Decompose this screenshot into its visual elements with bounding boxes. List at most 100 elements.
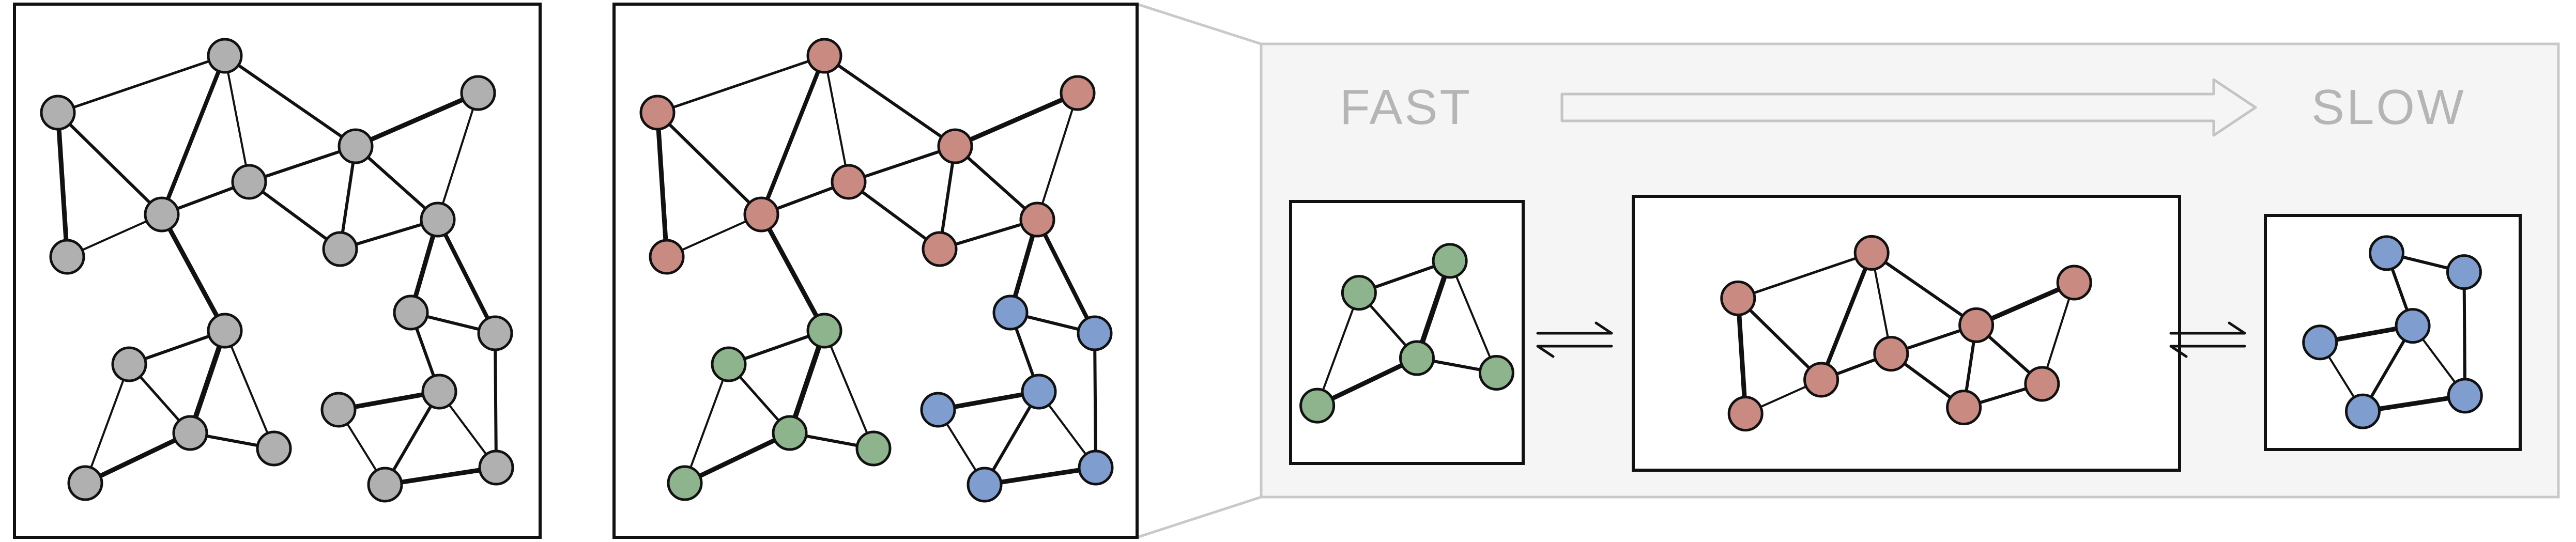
subgraph-node-red [1958,307,1995,343]
fast-label: FAST [1340,80,1472,135]
network-edge [188,328,227,436]
network-edge [953,90,1080,149]
network-node-green [855,430,892,467]
green-subgraph-frame [1289,200,1525,465]
subgraph-node-red [1873,336,1909,372]
network-node-red [639,95,676,131]
zoom-connectors [1137,3,1262,539]
equilibrium-arrows-icon [2169,321,2246,358]
network-node-green [806,313,842,349]
network-node-red [1060,75,1096,111]
network-node [172,415,208,451]
network-node [477,315,513,351]
network-edge [983,390,1040,486]
network-edge [823,54,957,148]
network-node-green [667,465,703,501]
subgraph-node-red [1803,362,1839,398]
uncolored-nodes [40,38,514,503]
network-node [322,231,358,267]
network-node-green [772,415,808,451]
subgraph-node-green [1478,354,1514,391]
network-edge [1093,332,1097,469]
network-edge [823,55,850,183]
network-edge [354,145,439,221]
network-node [207,38,243,74]
subgraph-edge [2462,270,2467,397]
network-node [40,95,76,131]
network-node-red [922,231,958,267]
network-edge [56,111,163,216]
subgraph-node-blue [2395,308,2431,344]
subgraph-node-blue [2369,235,2404,271]
network-node [320,392,357,428]
zoom-connector-bottom [1137,495,1262,539]
network-node [67,465,103,501]
subgraph-edge [1316,291,1360,407]
network-node [207,313,243,349]
network-node [478,450,514,486]
network-edge [787,328,827,436]
subgraph-node-red [1727,396,1764,432]
network-node-blue [1077,315,1113,351]
network-edge [56,54,226,114]
slow-label: SLOW [2311,80,2466,135]
network-edge [224,330,275,450]
network-edge [248,145,357,183]
network-edge [656,111,763,216]
network-node [460,75,496,111]
network-node [367,467,403,503]
subgraph-edge [1870,251,1978,327]
network-edge [954,145,1039,221]
network-edge [759,54,826,216]
network-node [231,164,267,200]
network-edge [84,363,130,484]
network-node-blue [967,467,1003,503]
subgraph-node-green [1432,243,1468,279]
network-edge [224,55,250,183]
clustered-nodes [639,38,1114,503]
subgraph-edge [1819,251,1874,382]
network-edge [494,332,498,469]
subgraph-node-red [2056,265,2092,301]
network-edge [159,212,227,333]
red-subgraph-frame [1632,195,2181,472]
subgraph-edge [1315,355,1419,408]
network-node [420,202,456,238]
subgraph-node-red [1853,235,1890,271]
network-edge [437,92,479,221]
subgraph-node-green [1399,340,1435,376]
network-edge [83,430,193,486]
subgraph-node-red [1946,390,1982,426]
hollow-right-arrow-icon [1560,78,2257,137]
subgraph-edge [1449,259,1498,374]
network-node-blue [992,295,1029,331]
subgraph-node-blue [2447,378,2483,414]
network-edge [1035,218,1097,335]
subgraph-node-green [1341,275,1377,311]
subgraph-edge [1737,251,1873,300]
network-edge [823,330,875,450]
subgraph-node-green [1299,388,1336,424]
network-node [338,128,374,164]
network-node-red [806,38,842,74]
network-node [144,196,180,233]
subgraph-node-red [2024,366,2060,402]
network-edge [655,110,669,259]
subgraph-node-blue [2345,393,2381,429]
subgraph-edge [1736,297,1823,381]
network-node-green [711,346,747,382]
panel-timescale: FAST SLOW [1260,42,2560,499]
network-edge [1036,92,1079,221]
network-edge [656,54,826,114]
network-node-red [937,128,973,164]
network-edge [759,212,827,333]
network-node-red [831,164,867,200]
zoom-connector-top [1137,3,1262,45]
network-edge [847,145,957,183]
network-edge [248,180,342,251]
network-node-red [649,239,685,275]
network-edge [682,430,792,486]
network-edge [382,465,499,487]
network-node-blue [1078,450,1114,486]
network-node [256,430,292,467]
